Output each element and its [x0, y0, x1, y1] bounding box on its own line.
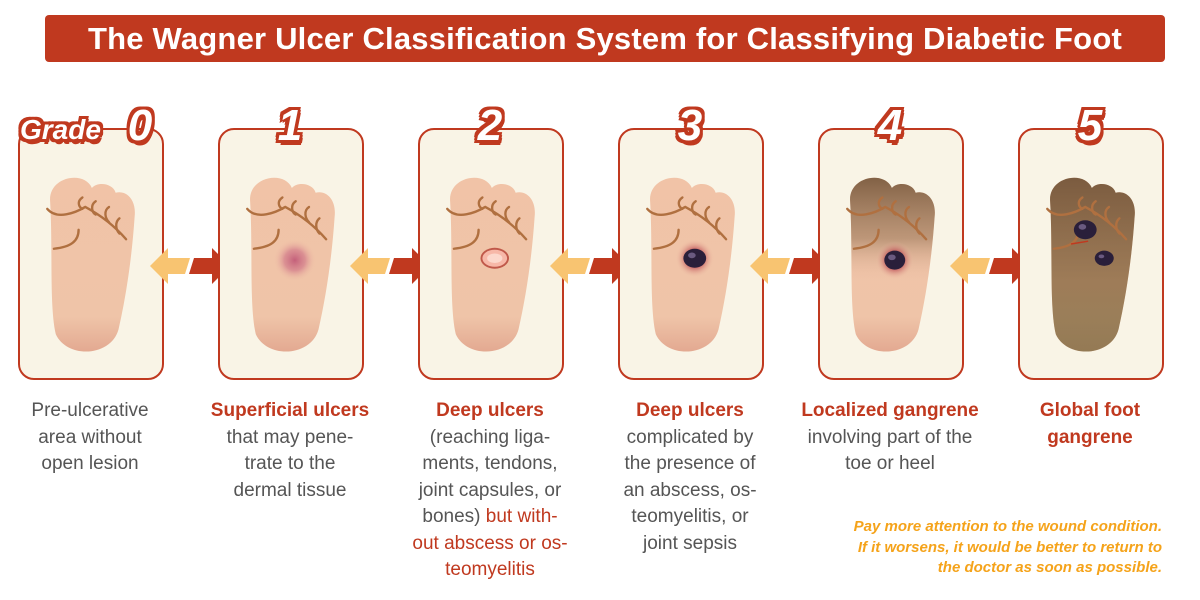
grade-description: Localized gangrene involving part of the t… — [795, 398, 985, 478]
description-line: Pre-ulcerative — [0, 398, 185, 425]
grade-description: Deep ulcers complicated by the presence of… — [595, 398, 785, 557]
grade-description: Pre-ulcerative area without open lesion — [0, 398, 185, 478]
title-banner: The Wagner Ulcer Classification System f… — [45, 15, 1165, 103]
grade-card-1 — [218, 128, 364, 380]
grade-card-2 — [418, 128, 564, 380]
description-text: that may pene- — [226, 426, 354, 448]
description-text: joint capsules, or — [418, 479, 562, 501]
advice-note: Pay more attention to the wound conditio… — [854, 517, 1162, 579]
description-text: trate to the — [244, 453, 336, 474]
description-text: ments, tendons, — [422, 453, 558, 474]
description-line: teomyelitis — [395, 557, 585, 584]
advice-note-line: Pay more attention to the wound conditio… — [853, 518, 1162, 535]
description-line: involving part of the — [795, 425, 985, 452]
description-line: trate to the — [195, 451, 385, 478]
grade-number: 5 — [1077, 101, 1103, 150]
description-heading: Global foot — [1039, 400, 1141, 421]
description-line: toe or heel — [795, 451, 985, 478]
description-line: Deep ulcers — [395, 398, 585, 425]
description-text: involving part of the — [807, 426, 973, 448]
description-line: dermal tissue — [195, 478, 385, 505]
description-line: Superficial ulcers — [195, 398, 385, 425]
description-heading: Superficial ulcers — [210, 400, 370, 421]
description-text: out abscess or os- — [412, 532, 568, 554]
grade-description: Global foot gangrene — [995, 398, 1185, 451]
description-line: complicated by — [595, 425, 785, 452]
description-text: teomyelitis, or — [631, 506, 749, 527]
description-line: joint sepsis — [595, 531, 785, 558]
foot-localized-gangrene-icon — [846, 177, 935, 352]
description-text: joint sepsis — [643, 532, 737, 554]
description-line: Localized gangrene — [795, 398, 985, 425]
grade-number: 3 — [677, 101, 703, 150]
description-line: Deep ulcers — [595, 398, 785, 425]
description-text: but with- — [485, 506, 558, 527]
description-line: bones) but with- — [395, 504, 585, 531]
description-heading: gangrene — [1047, 426, 1133, 448]
description-text: area without — [38, 426, 142, 448]
foot-deep-ulcer-icon — [446, 177, 535, 352]
description-line: (reaching liga- — [395, 425, 585, 452]
description-line: Global foot — [995, 398, 1185, 425]
description-heading: Deep ulcers — [436, 400, 544, 421]
description-line: ments, tendons, — [395, 451, 585, 478]
grade-card-0 — [18, 128, 164, 380]
description-text: bones) — [422, 506, 486, 527]
description-text: complicated by — [626, 426, 754, 448]
description-line: joint capsules, or — [395, 478, 585, 505]
foot-superficial-ulcer-icon — [246, 177, 335, 352]
grade-description: Superficial ulcers that may pene-trate to… — [195, 398, 385, 504]
grade-card-5 — [1018, 128, 1164, 380]
description-text: teomyelitis — [445, 559, 535, 580]
foot-global-gangrene-icon — [1046, 177, 1135, 352]
description-line: gangrene — [995, 425, 1185, 452]
description-line: open lesion — [0, 451, 185, 478]
description-text: open lesion — [41, 453, 139, 474]
grade-card-3 — [618, 128, 764, 380]
description-text: an abscess, os- — [623, 479, 757, 501]
grade-number: 2 — [477, 101, 503, 150]
description-text: Pre-ulcerative — [31, 400, 149, 421]
grade-description: Deep ulcers (reaching liga-ments, tendons… — [395, 398, 585, 584]
grade-number: 0 — [127, 101, 153, 150]
grade-number: 4 — [877, 101, 903, 150]
grade-card-4 — [818, 128, 964, 380]
advice-note-line: If it worsens, it would be better to ret… — [857, 538, 1162, 556]
advice-note-line: the doctor as soon as possible. — [937, 559, 1162, 576]
description-text: toe or heel — [845, 453, 935, 474]
description-text: dermal tissue — [233, 479, 347, 501]
description-line: teomyelitis, or — [595, 504, 785, 531]
grade-number: 1 — [277, 101, 303, 150]
description-line: out abscess or os- — [395, 531, 585, 558]
description-line: an abscess, os- — [595, 478, 785, 505]
description-heading: Localized gangrene — [801, 400, 979, 421]
description-line: the presence of — [595, 451, 785, 478]
grade-label: Grade — [20, 114, 101, 145]
description-text: (reaching liga- — [429, 426, 551, 448]
description-heading: Deep ulcers — [636, 400, 744, 421]
description-line: that may pene- — [195, 425, 385, 452]
foot-pre-ulcerative-icon — [46, 177, 135, 352]
description-line: area without — [0, 425, 185, 452]
description-text: the presence of — [624, 453, 756, 474]
foot-deep-ulcer-abscess-icon — [646, 177, 735, 352]
